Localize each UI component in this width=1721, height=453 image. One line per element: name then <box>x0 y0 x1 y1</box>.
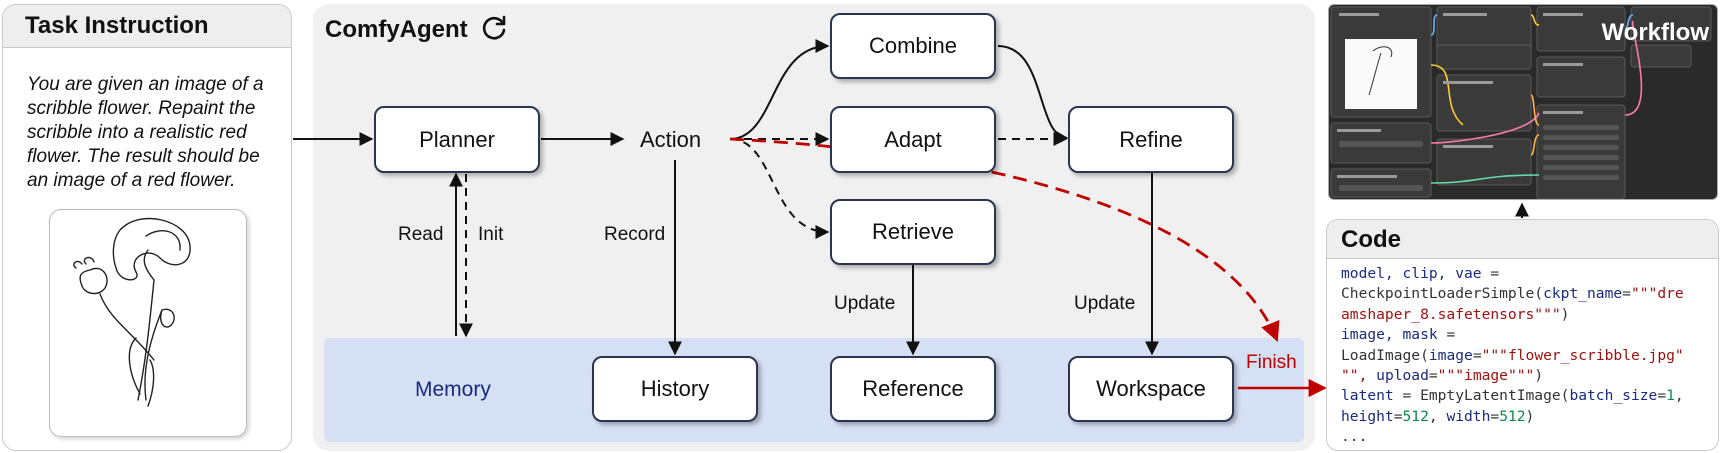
scribble-flower-image <box>49 209 247 437</box>
workflow-node <box>1436 138 1532 186</box>
instruction-line: scribble into a realistic red <box>27 122 247 143</box>
code-token: """image""" <box>1437 367 1535 385</box>
update-workspace-label: Update <box>1074 293 1136 314</box>
combine-node: Combine <box>830 13 996 79</box>
action-label: Action <box>640 127 702 152</box>
code-line: model, clip, vae = <box>1341 264 1684 284</box>
code-token: "", <box>1341 367 1377 385</box>
code-token: ) <box>1560 305 1570 323</box>
code-line: CheckpointLoaderSimple(ckpt_name="""dre <box>1341 284 1684 304</box>
planner-node: Planner <box>374 106 540 173</box>
workflow-node <box>1436 74 1532 132</box>
code-token: model, clip, vae <box>1341 265 1482 282</box>
code-line: LoadImage(image="""flower_scribble.jpg" <box>1341 346 1684 366</box>
edge-action-to-retrieve <box>729 138 830 239</box>
task-instruction-text: You are given an image of a scribble flo… <box>27 73 289 193</box>
code-line: amshaper_8.safetensors""") <box>1341 305 1684 325</box>
code-token: image, mask <box>1341 326 1438 344</box>
code-token: = <box>1472 346 1482 364</box>
instruction-line: scribble flower. Repaint the <box>27 98 256 119</box>
read-label: Read <box>398 224 444 245</box>
ksampler-node <box>1536 104 1626 199</box>
code-token: amshaper_8.safetensors""" <box>1341 305 1561 323</box>
init-label: Init <box>478 224 504 245</box>
code-token: """flower_scribble.jpg" <box>1481 346 1684 364</box>
code-line: image, mask = <box>1341 325 1684 345</box>
workflow-node <box>1536 56 1626 98</box>
update-reference-label: Update <box>834 293 896 314</box>
workflow-node <box>1436 44 1532 70</box>
edge-finish-dashed <box>729 137 1280 342</box>
comfyagent-title-text: ComfyAgent <box>325 16 468 43</box>
code-token: ) <box>1534 367 1544 385</box>
workflow-node <box>1630 6 1712 42</box>
code-token: = EmptyLatentImage( <box>1393 387 1570 405</box>
code-token: 512 <box>1402 407 1429 425</box>
code-token: ckpt_name <box>1543 285 1623 303</box>
adapt-node: Adapt <box>830 106 996 173</box>
code-token: , <box>1428 407 1447 425</box>
code-token: = <box>1428 367 1438 385</box>
code-token: image <box>1428 346 1473 364</box>
scribble-flower-drawing <box>73 217 191 407</box>
code-token: """dre <box>1630 285 1684 303</box>
code-token: ) <box>1525 407 1535 425</box>
memory-label: Memory <box>415 378 491 401</box>
instruction-line: an image of a red flower. <box>27 170 236 191</box>
code-token: 512 <box>1499 407 1526 425</box>
code-line: height=512, width=512) <box>1341 407 1684 427</box>
code-token: = <box>1393 407 1403 425</box>
workflow-node <box>1330 168 1432 198</box>
refresh-icon <box>483 15 506 40</box>
code-token: = <box>1437 326 1456 344</box>
task-instruction-panel: Task Instruction You are given an image … <box>2 4 292 451</box>
edge-action-to-combine <box>729 39 830 140</box>
code-title: Code <box>1327 220 1718 259</box>
code-panel: Code model, clip, vae =CheckpointLoaderS… <box>1326 219 1719 451</box>
workflow-title: Workflow <box>1601 19 1709 46</box>
code-token: height <box>1341 407 1394 425</box>
code-token: = <box>1657 387 1667 405</box>
edge-combine-to-refine <box>997 45 1069 145</box>
refine-node: Refine <box>1068 106 1234 173</box>
workflow-graph <box>1330 6 1712 199</box>
comfyagent-title: ComfyAgent <box>325 14 508 44</box>
reference-node: Reference <box>830 356 996 422</box>
task-instruction-title: Task Instruction <box>3 5 291 48</box>
code-line: ... <box>1341 427 1684 447</box>
code-token: , <box>1674 387 1684 405</box>
code-token: CheckpointLoaderSimple( <box>1341 285 1544 303</box>
code-token: = <box>1481 265 1500 282</box>
code-block: model, clip, vae =CheckpointLoaderSimple… <box>1341 264 1684 448</box>
workflow-image-preview <box>1345 39 1417 109</box>
code-token: = <box>1490 407 1500 425</box>
workflow-node <box>1630 44 1692 68</box>
finish-label: Finish <box>1246 352 1297 373</box>
code-line: "", upload="""image""") <box>1341 366 1684 386</box>
record-label: Record <box>604 224 666 245</box>
instruction-line: flower. The result should be <box>27 146 260 167</box>
code-token: = <box>1622 285 1631 303</box>
code-token: latent <box>1341 387 1394 405</box>
history-node: History <box>592 356 758 422</box>
instruction-line: You are given an image of a <box>27 74 264 95</box>
code-token: ... <box>1341 428 1368 446</box>
code-token: width <box>1446 407 1491 425</box>
code-token: upload <box>1376 367 1429 385</box>
code-token: batch_size <box>1569 387 1658 405</box>
workspace-node: Workspace <box>1068 356 1234 422</box>
code-token: 1 <box>1666 387 1675 405</box>
workflow-panel: Workflow <box>1328 4 1718 200</box>
code-token: LoadImage( <box>1341 346 1429 364</box>
retrieve-node: Retrieve <box>830 199 996 265</box>
code-line: latent = EmptyLatentImage(batch_size=1, <box>1341 386 1684 406</box>
